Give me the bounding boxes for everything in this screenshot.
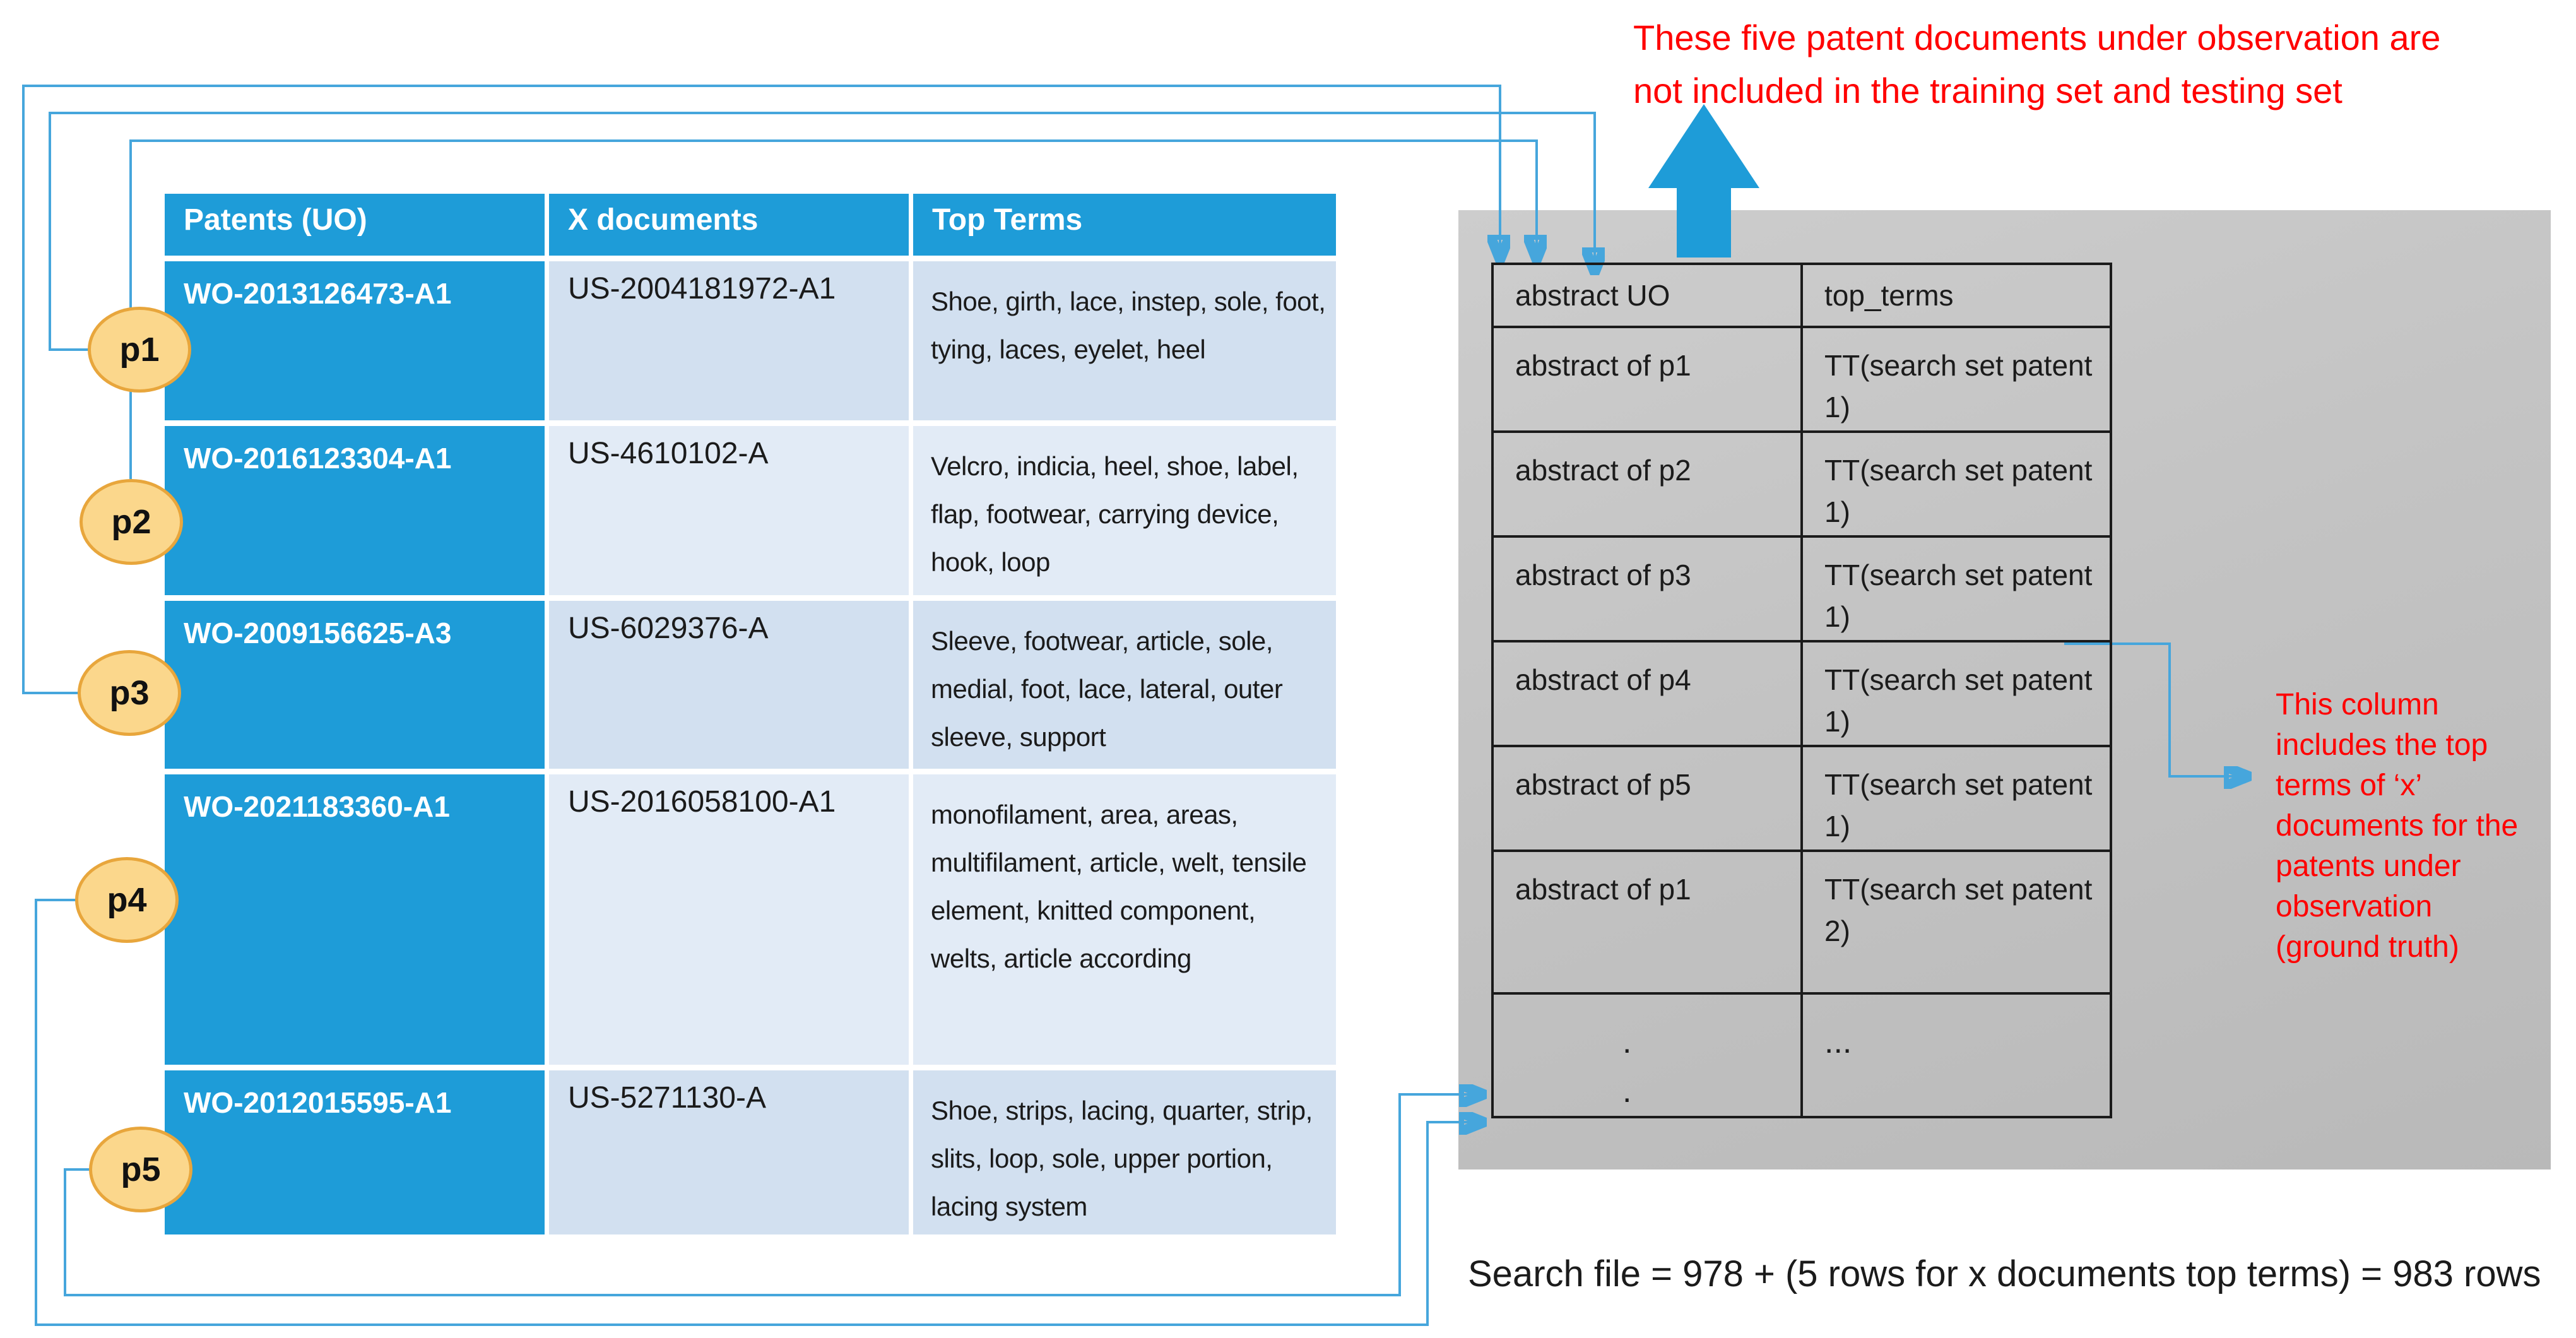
search-file-cell: TT(search set patent 1) [1800, 640, 2112, 747]
search-file-cell: TT(search set patent 1) [1800, 535, 2112, 642]
ground-truth-annotation-line5: observation [2276, 890, 2433, 923]
patent-circle-p4: p4 [75, 857, 179, 943]
top-annotation-line1: These five patent documents under observ… [1633, 18, 2441, 57]
ground-truth-annotation-line4: patents under [2276, 850, 2461, 883]
search-file-cell: TT(search set patent 2) [1800, 850, 2112, 995]
search-file-cell: abstract of p4 [1491, 640, 1803, 747]
search-file-header-1: top_terms [1800, 263, 2112, 328]
patent-cell: WO-2009156625-A3 [165, 601, 545, 769]
row-count-formula: Search file = 978 + (5 rows for x docume… [1468, 1253, 2541, 1294]
connector-column-to-note [2064, 642, 2247, 776]
ground-truth-annotation-line2: terms of ‘x’ [2276, 769, 2423, 802]
ground-truth-annotation: This column includes the top terms of ‘x’ d… [2276, 685, 2572, 968]
patent-cell: WO-2012015595-A1 [165, 1070, 545, 1234]
patent-cell: Velcro, indicia, heel, shoe, label, flap… [913, 426, 1336, 595]
up-block-arrow [1648, 104, 1759, 258]
search-file-dots-row: ..... [1491, 992, 2112, 1118]
search-file-cell: abstract of p5 [1491, 745, 1803, 852]
patent-cell: US-2004181972-A1 [549, 261, 909, 420]
ground-truth-annotation-line1: includes the top [2276, 728, 2488, 762]
search-file-cell: abstract of p3 [1491, 535, 1803, 642]
dot: . [1622, 1024, 1632, 1060]
search-file-cell: TT(search set patent 1) [1800, 430, 2112, 538]
connector-p5-to-table [64, 1094, 1482, 1296]
search-file-cell: TT(search set patent 1) [1800, 745, 2112, 852]
patent-circle-p5: p5 [89, 1127, 192, 1212]
patent-circle-p3: p3 [78, 650, 181, 736]
patent-cell: US-5271130-A [549, 1070, 909, 1234]
ground-truth-annotation-line3: documents for the [2276, 809, 2519, 843]
dot: . [1622, 1073, 1632, 1110]
patent-cell: US-4610102-A [549, 426, 909, 595]
patent-cell: WO-2021183360-A1 [165, 774, 545, 1065]
search-file-cell: abstract of p1 [1491, 326, 1803, 433]
patent-cell: Sleeve, footwear, article, sole, medial,… [913, 601, 1336, 769]
patent-cell: Shoe, girth, lace, instep, sole, foot, t… [913, 261, 1336, 420]
left-table-header-1: X documents [549, 194, 909, 256]
patent-cell: WO-2013126473-A1 [165, 261, 545, 420]
search-file-cell: abstract of p2 [1491, 430, 1803, 538]
search-file-cell: TT(search set patent 1) [1800, 326, 2112, 433]
patent-cell: monofilament, area, areas, multifilament… [913, 774, 1336, 1065]
top-annotation-line2: not included in the training set and tes… [1633, 71, 2343, 110]
search-file-cell: abstract of p1 [1491, 850, 1803, 995]
left-table-header-0: Patents (UO) [165, 194, 545, 256]
patent-circle-p2: p2 [80, 479, 183, 565]
connector-p1-to-table [49, 112, 1595, 351]
ellipsis-cell: ... [1800, 992, 2112, 1118]
patent-circle-p1: p1 [88, 307, 191, 393]
patent-cell: US-6029376-A [549, 601, 909, 769]
ground-truth-annotation-line0: This column [2276, 688, 2439, 721]
left-table-header-2: Top Terms [913, 194, 1336, 256]
top-annotation: These five patent documents under observ… [1633, 11, 2440, 117]
dots-cell: .. [1491, 992, 1803, 1118]
connector-p3-to-table [22, 85, 1500, 694]
connector-p4-to-table [35, 899, 1482, 1326]
search-file-header-0: abstract UO [1491, 263, 1803, 328]
patent-cell: WO-2016123304-A1 [165, 426, 545, 595]
patent-cell: Shoe, strips, lacing, quarter, strip, sl… [913, 1070, 1336, 1234]
ground-truth-annotation-line6: (ground truth) [2276, 930, 2459, 964]
patent-cell: US-2016058100-A1 [549, 774, 909, 1065]
